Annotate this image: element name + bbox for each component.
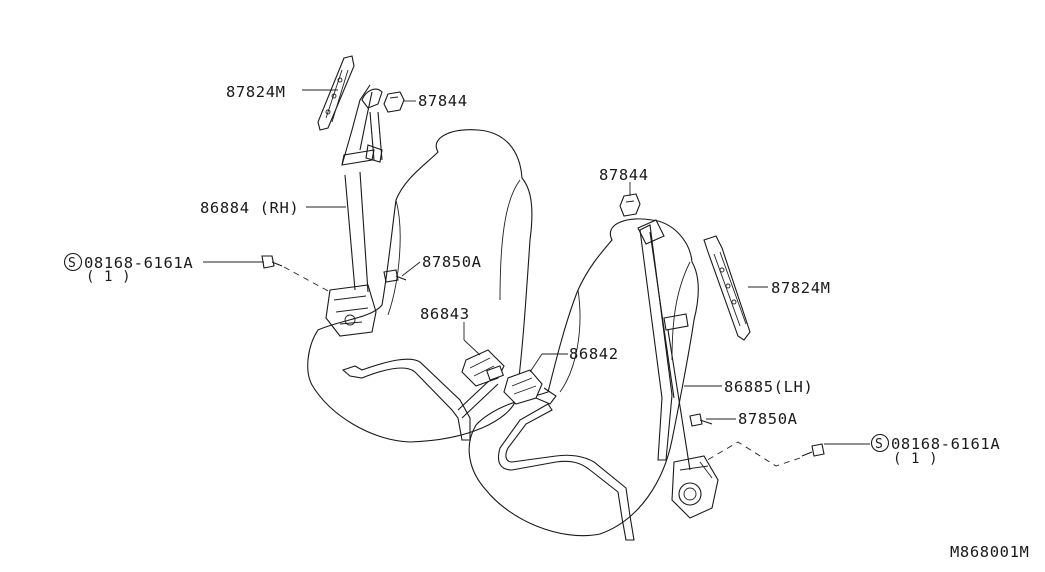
lh-buckle — [503, 369, 557, 405]
leader-lines — [203, 89, 870, 445]
lh-belt-guide — [703, 235, 751, 341]
rh-buckle — [461, 349, 505, 387]
rh-belt-guide — [317, 55, 355, 131]
label-rh-guide: 87824M — [226, 83, 286, 101]
lh-belt-assembly — [637, 219, 719, 519]
label-rh-bolt2: 87850A — [422, 253, 482, 271]
label-lh-belt: 86885(LH) — [724, 378, 813, 396]
label-rh-belt: 86884 (RH) — [200, 199, 299, 217]
label-lh-bolt2: 87850A — [738, 410, 798, 428]
lh-anchor-bolt-2 — [689, 413, 713, 427]
rh-seat-outline — [307, 129, 533, 443]
rh-anchor-bolt — [261, 255, 331, 293]
standard-part-symbol-rh: S — [63, 252, 83, 272]
lh-seat-outline — [468, 218, 699, 537]
symbol-s: S — [68, 256, 76, 271]
lh-cover — [619, 193, 641, 217]
label-lh-buckle: 86842 — [569, 345, 619, 363]
label-rh-bolt-part: 08168-6161A — [84, 254, 193, 272]
label-lh-bolt-qty: ( 1 ) — [893, 451, 938, 467]
rh-belt-assembly — [325, 84, 383, 337]
circle-s-icon — [870, 433, 890, 453]
label-lh-guide: 87824M — [771, 279, 831, 297]
rh-cover — [383, 91, 405, 113]
lh-anchor-bolt — [703, 441, 825, 467]
rh-anchor-bolt-2 — [383, 269, 407, 283]
symbol-s: S — [875, 437, 883, 452]
circle-s-icon — [63, 252, 83, 272]
label-rh-buckle: 86843 — [420, 305, 470, 323]
lh-buckle-cable — [497, 403, 635, 541]
label-lh-cover: 87844 — [599, 166, 649, 184]
standard-part-symbol-lh: S — [870, 433, 890, 453]
diagram-code: M868001M — [950, 543, 1029, 561]
label-rh-bolt-qty: ( 1 ) — [86, 269, 131, 285]
label-lh-bolt-part: 08168-6161A — [891, 435, 1000, 453]
rh-buckle-cable — [341, 358, 499, 441]
label-rh-cover: 87844 — [418, 92, 468, 110]
